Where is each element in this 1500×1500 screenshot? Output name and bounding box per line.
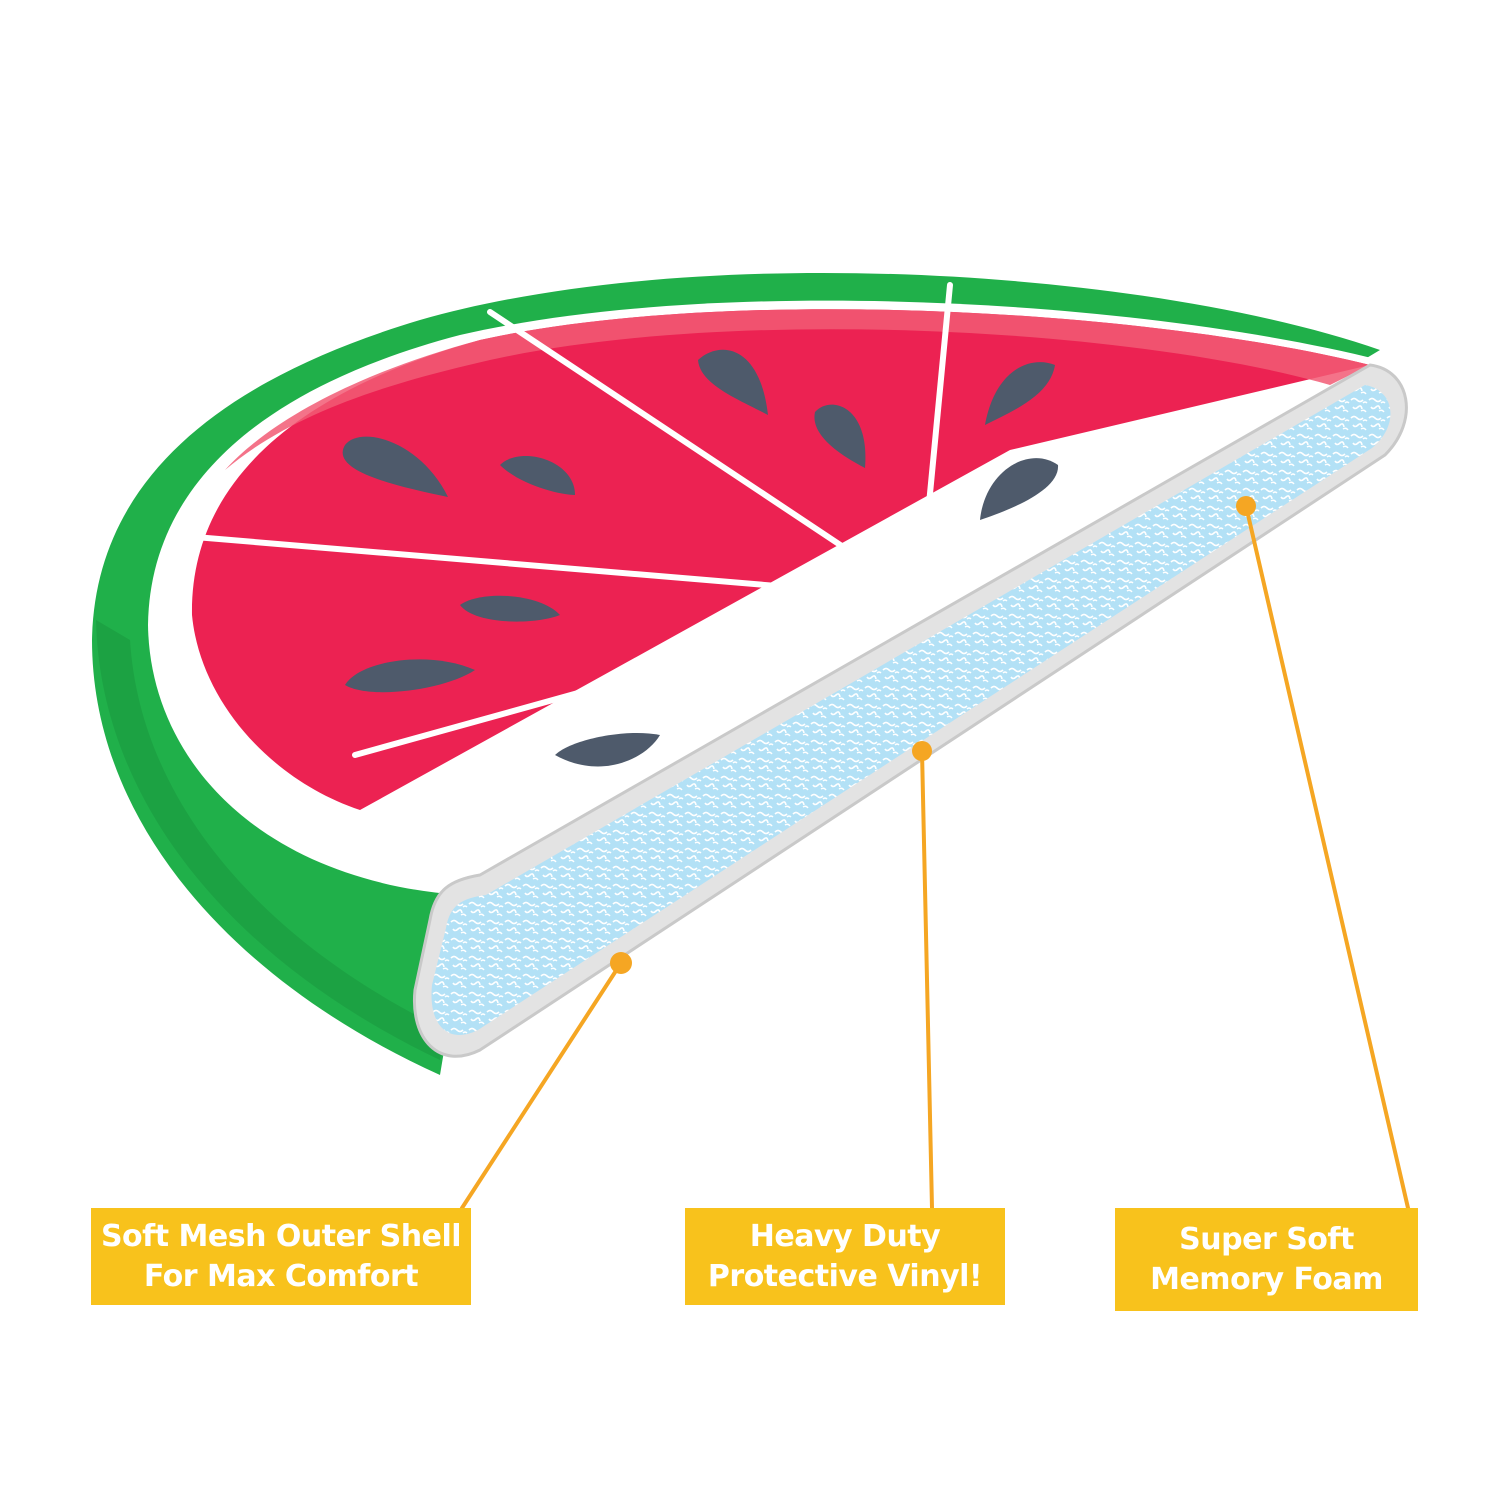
seed (342, 436, 448, 497)
leader-dots (610, 496, 1256, 974)
seed (500, 456, 575, 495)
seed (985, 362, 1055, 425)
memory-foam (431, 385, 1391, 1035)
leader-foam (1244, 504, 1410, 1210)
callout-line: For Max Comfort (143, 1258, 419, 1294)
callout-line: Super Soft (1179, 1221, 1354, 1257)
seed (814, 404, 866, 468)
seed (980, 458, 1059, 520)
callout-heavy-duty-vinyl: Heavy Duty Protective Vinyl! (685, 1208, 1005, 1305)
seed (698, 349, 768, 415)
seed (460, 595, 560, 622)
leader-shell (460, 961, 623, 1210)
leader-lines (460, 504, 1410, 1210)
callout-soft-mesh-outer-shell: Soft Mesh Outer Shell For Max Comfort (91, 1208, 471, 1305)
callout-line: Heavy Duty (749, 1218, 941, 1254)
leader-dot-shell (610, 952, 632, 974)
flesh-highlight (225, 309, 1370, 470)
seed (555, 732, 660, 767)
callout-line: Memory Foam (1150, 1261, 1383, 1297)
callout-line: Soft Mesh Outer Shell (100, 1218, 462, 1254)
leader-vinyl (920, 749, 934, 1210)
leader-dot-vinyl (912, 741, 932, 761)
callout-line: Protective Vinyl! (707, 1258, 983, 1294)
seed (345, 659, 475, 693)
flesh (191, 309, 1371, 810)
leader-dot-foam (1236, 496, 1256, 516)
seeds (342, 349, 1059, 767)
segment-lines (192, 282, 1083, 758)
rind-shade (96, 620, 445, 1060)
callout-memory-foam: Super Soft Memory Foam (1115, 1208, 1418, 1311)
